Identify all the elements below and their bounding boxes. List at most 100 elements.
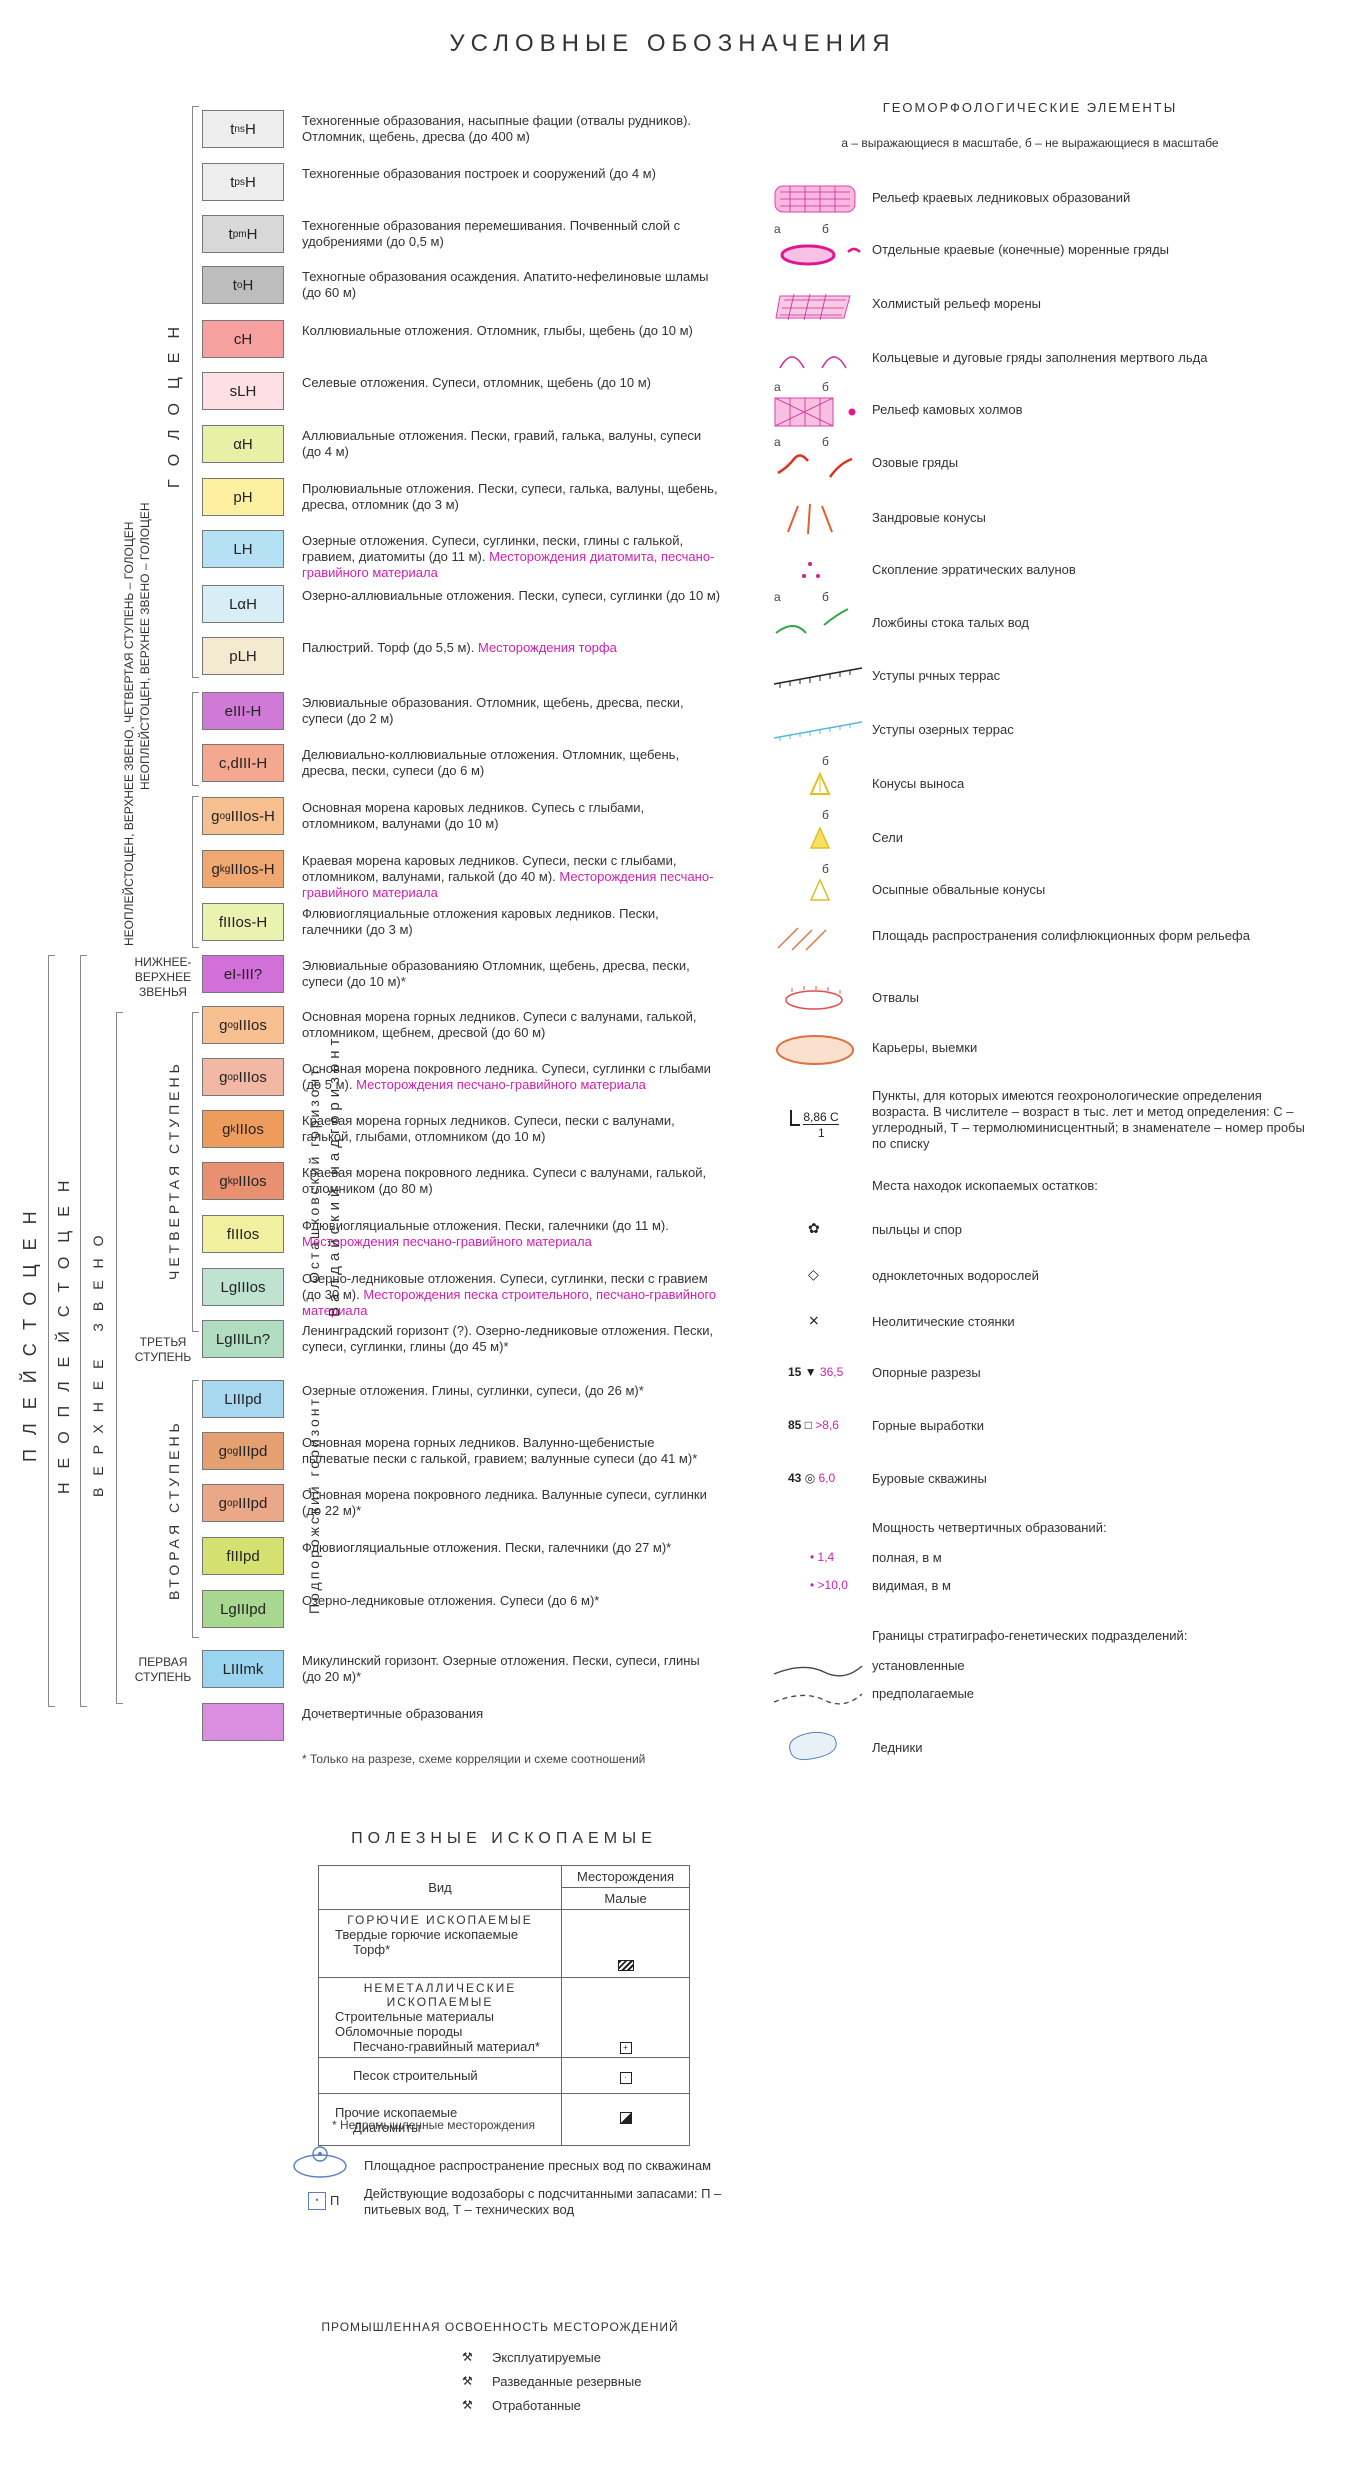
hammer-icon: ⚒	[462, 2398, 473, 2412]
legend-text: Озерные отложения. Супеси, суглинки, пес…	[302, 533, 715, 580]
section-symbol: 85 □ >8,6	[788, 1418, 839, 1432]
fossils-title: Места находок ископаемых остатков:	[872, 1178, 1098, 1193]
minerals-table: Вид Месторождения Малые ГОРЮЧИЕ ИСКОПАЕМ…	[318, 1865, 690, 2146]
label-tretya: ТРЕТЬЯ СТУПЕНЬ	[134, 1335, 192, 1364]
label-pleistocen: ПЛЕЙСТОЦЕН	[20, 1197, 40, 1463]
legend-text: Флювиогляциальные отложения. Пески, гале…	[302, 1540, 672, 1555]
bracket-vtoraya	[192, 1380, 199, 1638]
geo-icon	[774, 185, 856, 213]
geo-icon	[779, 356, 847, 369]
geo-icon	[780, 244, 861, 266]
legend-text: Селевые отложения. Супеси, отломник, щеб…	[302, 375, 651, 390]
legend-text: Микулинский горизонт. Озерные отложения.…	[302, 1653, 700, 1684]
legend-swatch: LgIIIos	[202, 1268, 284, 1306]
geo-icon	[785, 986, 843, 1010]
mark-a: а	[774, 435, 781, 449]
fossil-item: пыльцы и спор	[872, 1222, 963, 1237]
gravel-icon: +	[619, 2042, 632, 2054]
label-chetvertaya: ЧЕТВЕРТАЯ СТУПЕНЬ	[166, 1060, 182, 1280]
legend-text: Озерные отложения. Глины, суглинки, супе…	[302, 1383, 644, 1398]
geo-icon	[809, 878, 831, 901]
section-item: Горные выработки	[872, 1418, 984, 1433]
col-mal: Малые	[561, 1887, 690, 1910]
thick-value: • >10,0	[810, 1578, 848, 1592]
geo-icon	[775, 608, 849, 634]
geo-item: Холмистый рельеф морены	[872, 296, 1041, 311]
legend-text: Озерно-ледниковые отложения. Супеси (до …	[302, 1593, 600, 1608]
geo-item: Конусы выноса	[872, 776, 965, 791]
group-nemet-b: Обломочные породы	[335, 2024, 463, 2039]
legend-swatch: LIIIpd	[202, 1380, 284, 1418]
geo-item: Озовые гряды	[872, 455, 959, 470]
legend-swatch	[202, 1703, 284, 1741]
bound-line-icon	[773, 1665, 863, 1677]
thick-item: полная, в м	[872, 1550, 942, 1565]
water-area-icon	[293, 2146, 347, 2178]
legend-text: Пролювиальные отложения. Пески, супеси, …	[302, 481, 718, 512]
geo-icon	[809, 771, 831, 795]
legend-text: Элювиальные образования. Отломник, щебен…	[302, 695, 684, 726]
geo-icon	[777, 927, 827, 951]
prom-item: Разведанные резервные	[492, 2374, 642, 2389]
geo-subtitle: а – выражающиеся в масштабе, б – не выра…	[841, 136, 1219, 150]
mark-a: а	[774, 222, 781, 236]
mark-a: а	[774, 380, 781, 394]
legend-text: Основная морена покровного ледника. Валу…	[302, 1487, 707, 1518]
legend-swatch: fIIIpd	[202, 1537, 284, 1575]
geo-item: Отвалы	[872, 990, 919, 1005]
geo-item: Карьеры, выемки	[872, 1040, 978, 1055]
legend-text: Техногенные образования, насыпные фации …	[302, 113, 692, 144]
group-nemet-a: Строительные материалы	[335, 2009, 494, 2024]
legend-text: Озерно-ледниковые отложения. Супеси, суг…	[302, 1271, 717, 1318]
geo-item: Площадь распространения солифлюкционных …	[872, 928, 1250, 943]
legend-swatch: LgIIILn?	[202, 1320, 284, 1358]
legend-text: Делювиально-коллювиальные отложения. Отл…	[302, 747, 680, 778]
bracket-chetvertaya	[192, 1012, 199, 1332]
legend-text: Дочетвертичные образования	[302, 1706, 484, 1721]
group-nemet: НЕМЕТАЛЛИЧЕСКИЕ ИСКОПАЕМЫЕ	[363, 1981, 517, 2009]
bracket-neo-chetv	[192, 796, 199, 948]
section-symbol: 43 ◎ 6,0	[788, 1471, 836, 1485]
legend-text: Основная морена горных ледников. Валунно…	[302, 1435, 698, 1466]
mark-b: б	[822, 380, 829, 394]
legend-swatch: pH	[202, 478, 284, 516]
legend-text: Основная морена покровного ледника. Супе…	[302, 1061, 711, 1092]
legend-swatch: LIIImk	[202, 1650, 284, 1688]
bound-line-icon	[773, 1693, 863, 1705]
footnote-left: * Только на разрезе, схеме корреляции и …	[302, 1752, 646, 1766]
label-neo-chetv: НЕОПЛЕЙСТОЦЕН, ВЕРХНЕЕ ЗВЕНО, ЧЕТВЕРТАЯ …	[122, 521, 136, 946]
geo-item: Рельеф камовых холмов	[872, 402, 1023, 417]
prom-item: Отработанные	[492, 2398, 581, 2413]
fossil-item: одноклеточных водорослей	[872, 1268, 1039, 1283]
algae-icon: ◇	[808, 1266, 819, 1282]
group-nemet-c: Песчано-гравийный материал*	[353, 2039, 540, 2054]
legend-swatch: LαH	[202, 585, 284, 623]
legend-text: Озерно-аллювиальные отложения. Пески, су…	[302, 588, 721, 603]
legend-swatch: eI-III?	[202, 955, 284, 993]
prom-item: Эксплуатируемые	[492, 2350, 601, 2365]
minerals-title: ПОЛЕЗНЫЕ ИСКОПАЕМЫЕ	[351, 1830, 657, 1847]
label-neopleistocen: НЕОПЛЕЙСТОЦЕН	[56, 1166, 73, 1494]
geo-item: Ложбины стока талых вод	[872, 615, 1030, 630]
geo-icon	[809, 826, 831, 849]
label-nizhne-verhnee: НИЖНЕЕ- ВЕРХНЕЕ ЗВЕНЬЯ	[134, 955, 192, 999]
legend-text: Краевая морена каровых ледников. Супеси,…	[302, 853, 714, 900]
label-neo-golocen: НЕОПЛЕЙСТОЦЕН, ВЕРХНЕЕ ЗВЕНО – ГОЛОЦЕН	[138, 502, 152, 790]
geo-item: Осыпные обвальные конусы	[872, 882, 1046, 897]
thick-item: видимая, в м	[872, 1578, 951, 1593]
geo-icon	[773, 721, 863, 741]
label-vtoraya: ВТОРАЯ СТУПЕНЬ	[166, 1419, 182, 1601]
legend-swatch: pLH	[202, 637, 284, 675]
legend-swatch: LgIIIpd	[202, 1590, 284, 1628]
section-symbol: 15 ▼ 36,5	[788, 1365, 844, 1379]
thick-value: • 1,4	[810, 1550, 835, 1564]
geo-item: Уступы рчных террас	[872, 668, 1001, 683]
geo-item: Сели	[872, 830, 904, 845]
